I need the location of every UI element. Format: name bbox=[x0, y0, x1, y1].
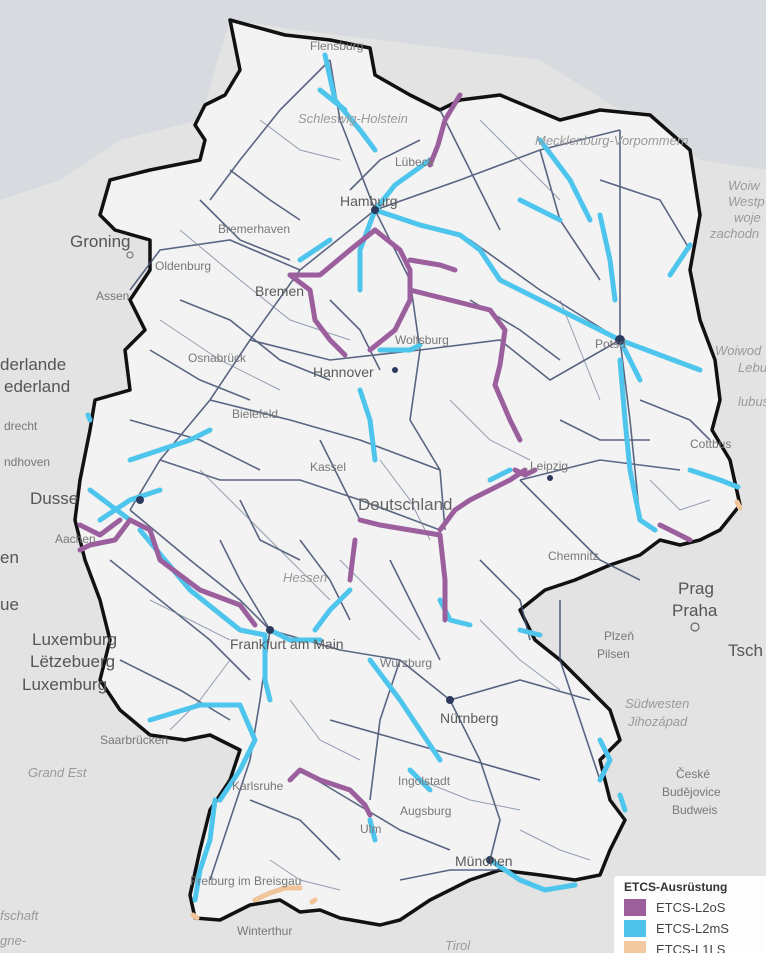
label-budejovice-1: České bbox=[676, 766, 710, 781]
label-gne: gne- bbox=[0, 933, 27, 948]
label-freiburg: Freiburg im Breisgau bbox=[190, 874, 301, 888]
label-luxemburg-3: Luxemburg bbox=[22, 675, 107, 694]
etcs-l2os-lines bbox=[77, 92, 693, 818]
label-duesseldorf: Dusse bbox=[30, 489, 78, 508]
label-prag: Prag bbox=[678, 579, 714, 598]
label-luebeck: Lübeck bbox=[395, 155, 435, 169]
legend-swatch-l2os bbox=[624, 899, 646, 916]
label-oldenburg: Oldenburg bbox=[155, 259, 211, 273]
legend-item-l2os: ETCS-L2oS bbox=[624, 897, 766, 918]
label-hannover: Hannover bbox=[313, 364, 374, 380]
label-jihozapad-2: Jihozápad bbox=[627, 714, 688, 729]
etcs-l1ls-lines bbox=[190, 499, 743, 921]
legend-item-l2ms: ETCS-L2mS bbox=[624, 918, 766, 939]
label-assen: Assen bbox=[96, 289, 129, 303]
label-nederland-2: ederland bbox=[4, 377, 70, 396]
rail-network-secondary bbox=[149, 119, 711, 891]
label-woiw: Woiw bbox=[728, 178, 761, 193]
label-lebu: Lebu bbox=[738, 360, 766, 375]
label-aachen: Aachen bbox=[55, 532, 96, 546]
label-wuerzburg: Würzburg bbox=[380, 656, 432, 670]
label-luxemburg-2: Lëtzebuerg bbox=[30, 652, 115, 671]
label-ue: ue bbox=[0, 595, 19, 614]
label-nuernberg: Nürnberg bbox=[440, 710, 498, 726]
label-potsdam: Potsd bbox=[595, 337, 626, 351]
label-muenchen: München bbox=[455, 853, 513, 869]
label-groningen: Groning bbox=[70, 232, 130, 251]
label-luxemburg-1: Luxemburg bbox=[32, 630, 117, 649]
label-deutschland: Deutschland bbox=[358, 495, 453, 514]
label-ulm: Ulm bbox=[360, 822, 381, 836]
label-meckl: Mecklenburg-Vorpommern bbox=[535, 133, 688, 148]
label-zachodn: zachodn bbox=[709, 226, 759, 241]
label-hessen: Hessen bbox=[283, 570, 327, 585]
label-ne: en bbox=[0, 548, 19, 567]
legend: ETCS-Ausrüstung ETCS-L2oS ETCS-L2mS ETCS… bbox=[614, 876, 766, 953]
label-hamburg: Hamburg bbox=[340, 193, 398, 209]
legend-swatch-l2ms bbox=[624, 920, 646, 937]
legend-title: ETCS-Ausrüstung bbox=[624, 880, 728, 894]
label-bremen: Bremen bbox=[255, 283, 304, 299]
label-plzen: Plzeň bbox=[604, 629, 634, 643]
etcs-l2ms-lines bbox=[85, 52, 741, 903]
label-praha: Praha bbox=[672, 601, 718, 620]
city-marker-praha bbox=[690, 622, 700, 632]
label-eindhoven: ndhoven bbox=[4, 455, 50, 469]
legend-label-l1ls: ETCS-L1LS bbox=[656, 942, 726, 953]
label-budejovice-2: Budějovice bbox=[662, 785, 721, 799]
label-tsch: Tsch bbox=[728, 641, 763, 660]
label-schleswig: Schleswig-Holstein bbox=[298, 111, 408, 126]
north-sea bbox=[0, 0, 766, 200]
label-jihozapad-1: Südwesten bbox=[625, 696, 689, 711]
label-tirol: Tirol bbox=[445, 938, 471, 953]
label-pilsen: Pilsen bbox=[597, 647, 630, 661]
label-wolfsburg: Wolfsburg bbox=[395, 333, 449, 347]
legend-label-l2ms: ETCS-L2mS bbox=[656, 921, 729, 936]
label-frankfurt: Frankfurt am Main bbox=[230, 636, 344, 652]
label-ingolstadt: Ingolstadt bbox=[398, 774, 451, 788]
label-woje: woje bbox=[734, 210, 761, 225]
label-lubus: lubus bbox=[738, 394, 766, 409]
legend-item-l1ls: ETCS-L1LS bbox=[624, 939, 766, 953]
label-leipzig: Leipzig bbox=[530, 459, 568, 473]
label-nederland-1: derlande bbox=[0, 355, 66, 374]
label-winterthur: Winterthur bbox=[237, 924, 292, 938]
label-westp: Westp bbox=[728, 194, 765, 209]
label-kassel: Kassel bbox=[310, 460, 346, 474]
city-marker-groningen bbox=[126, 251, 134, 259]
legend-swatch-l1ls bbox=[624, 941, 646, 953]
label-cottbus: Cottbus bbox=[690, 437, 731, 451]
city-nodes bbox=[136, 206, 625, 864]
label-drecht: drecht bbox=[4, 419, 38, 433]
label-flensburg: Flensburg bbox=[310, 39, 363, 53]
label-karlsruhe: Karlsruhe bbox=[232, 779, 284, 793]
label-fschaft: fschaft bbox=[0, 908, 40, 923]
label-bielefeld: Bielefeld bbox=[232, 407, 278, 421]
label-saarbruecken: Saarbrücken bbox=[100, 733, 168, 747]
label-bremerhaven: Bremerhaven bbox=[218, 222, 290, 236]
label-chemnitz: Chemnitz bbox=[548, 549, 599, 563]
label-woiwod: Woiwod bbox=[715, 343, 762, 358]
label-grandest: Grand Est bbox=[28, 765, 88, 780]
label-budweis: Budweis bbox=[672, 803, 717, 817]
legend-label-l2os: ETCS-L2oS bbox=[656, 900, 726, 915]
label-augsburg: Augsburg bbox=[400, 804, 451, 818]
label-osnabrueck: Osnabrück bbox=[188, 351, 247, 365]
